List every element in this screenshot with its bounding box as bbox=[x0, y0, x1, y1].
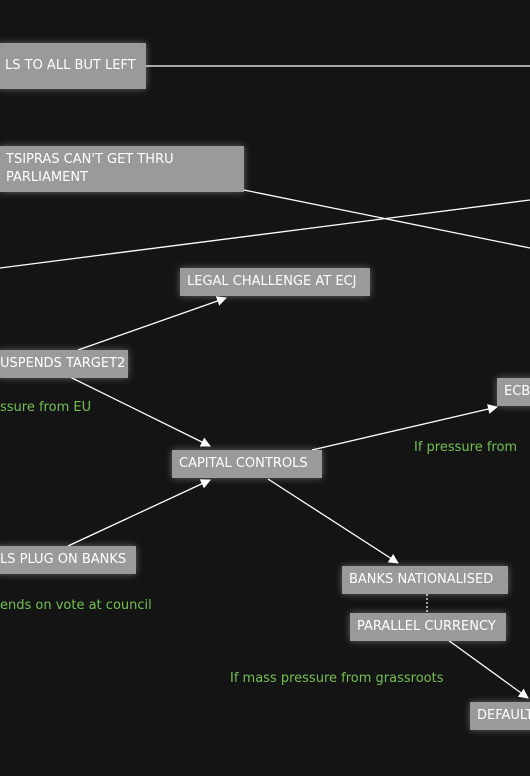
edge-target2-to-legal bbox=[77, 296, 227, 351]
condition-pressure-from: If pressure from bbox=[414, 440, 518, 455]
node-to-all-but-left: LS TO ALL BUT LEFT bbox=[0, 43, 146, 89]
node-plug-on-banks: LS PLUG ON BANKS bbox=[0, 546, 136, 574]
node-legal-challenge: LEGAL CHALLENGE AT ECJ bbox=[180, 268, 370, 296]
condition-mass-pressure: If mass pressure from grassroots bbox=[230, 671, 444, 686]
edge-capital-to-ecb bbox=[311, 404, 498, 451]
edge-capital-to-banks bbox=[267, 478, 399, 564]
node-parallel-currency: PARALLEL CURRENCY bbox=[350, 613, 506, 641]
condition-vote-council: ends on vote at council bbox=[0, 598, 152, 613]
node-default: DEFAULT bbox=[470, 702, 530, 730]
edge-plug-to-capital bbox=[67, 479, 211, 547]
edge-parallel-to-default bbox=[447, 639, 529, 699]
node-suspends-target2: USPENDS TARGET2 bbox=[0, 350, 128, 378]
node-tsipras-parliament: TSIPRAS CAN'T GET THRU PARLIAMENT bbox=[0, 146, 244, 192]
node-capital-controls: CAPITAL CONTROLS bbox=[172, 450, 322, 478]
condition-pressure-eu: ssure from EU bbox=[0, 400, 92, 415]
node-banks-nationalised: BANKS NATIONALISED bbox=[342, 566, 508, 594]
edge-left-to-right-cross bbox=[0, 199, 530, 269]
node-ecb: ECB- bbox=[497, 378, 530, 406]
edge-target2-to-capital bbox=[67, 375, 211, 447]
